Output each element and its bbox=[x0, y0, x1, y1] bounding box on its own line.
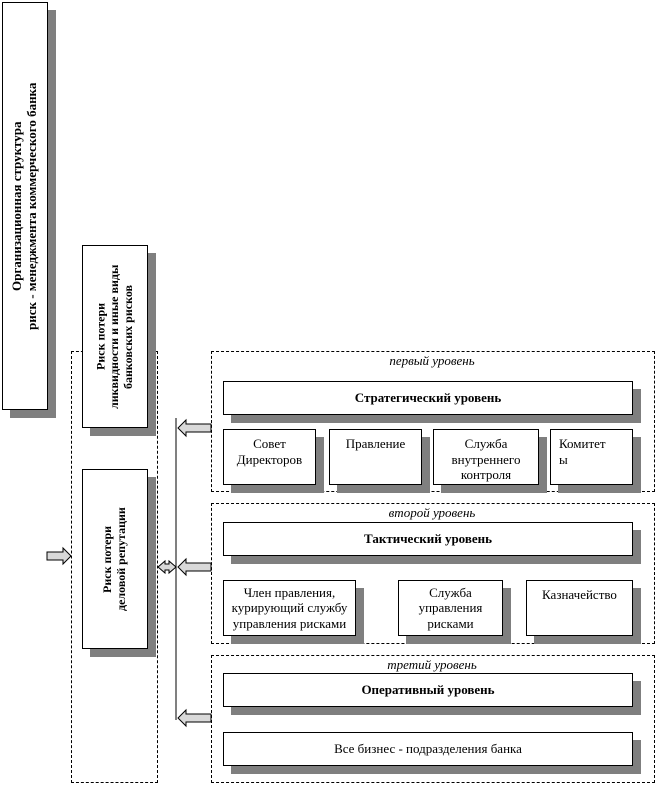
unit-board-of-directors: Совет Директоров bbox=[223, 429, 316, 485]
level-1-group bbox=[211, 351, 655, 492]
arrow-risks-double bbox=[157, 559, 177, 575]
level-1-caption: первый уровень bbox=[375, 353, 489, 369]
arrow-level-2 bbox=[177, 557, 212, 577]
tactical-level-header: Тактический уровень bbox=[223, 522, 633, 556]
level-3-caption: третий уровень bbox=[375, 657, 489, 673]
unit-board-member-risk: Член правления, курирующий службу управл… bbox=[223, 580, 356, 636]
arrow-org-to-risks bbox=[46, 546, 72, 566]
unit-internal-control: Служба внутреннего контроля bbox=[433, 429, 539, 485]
arrow-level-3 bbox=[177, 708, 212, 728]
unit-risk-management-service: Служба управления рисками bbox=[398, 580, 503, 636]
level-2-group bbox=[211, 503, 655, 644]
unit-management-board: Правление bbox=[329, 429, 422, 485]
strategic-level-header: Стратегический уровень bbox=[223, 381, 633, 415]
unit-business-divisions: Все бизнес - подразделения банка bbox=[223, 732, 633, 766]
operational-level-header: Оперативный уровень bbox=[223, 673, 633, 707]
level-3-group bbox=[211, 655, 655, 783]
level-2-caption: второй уровень bbox=[375, 505, 489, 521]
unit-treasury: Казначейство bbox=[526, 580, 633, 636]
arrow-level-1 bbox=[177, 418, 212, 438]
org-structure-title: Организационная структура риск - менеджм… bbox=[9, 82, 39, 330]
risk-liquidity-box: Риск потери ликвидности и иные виды банк… bbox=[82, 245, 148, 428]
unit-committees: Комитет ы bbox=[550, 429, 633, 485]
risk-reputation-box: Риск потери деловой репутации bbox=[82, 469, 148, 649]
risk-liquidity-text: Риск потери ликвидности и иные виды банк… bbox=[93, 264, 135, 409]
risk-reputation-text: Риск потери деловой репутации bbox=[100, 507, 128, 611]
org-structure-title-box: Организационная структура риск - менеджм… bbox=[2, 2, 48, 410]
